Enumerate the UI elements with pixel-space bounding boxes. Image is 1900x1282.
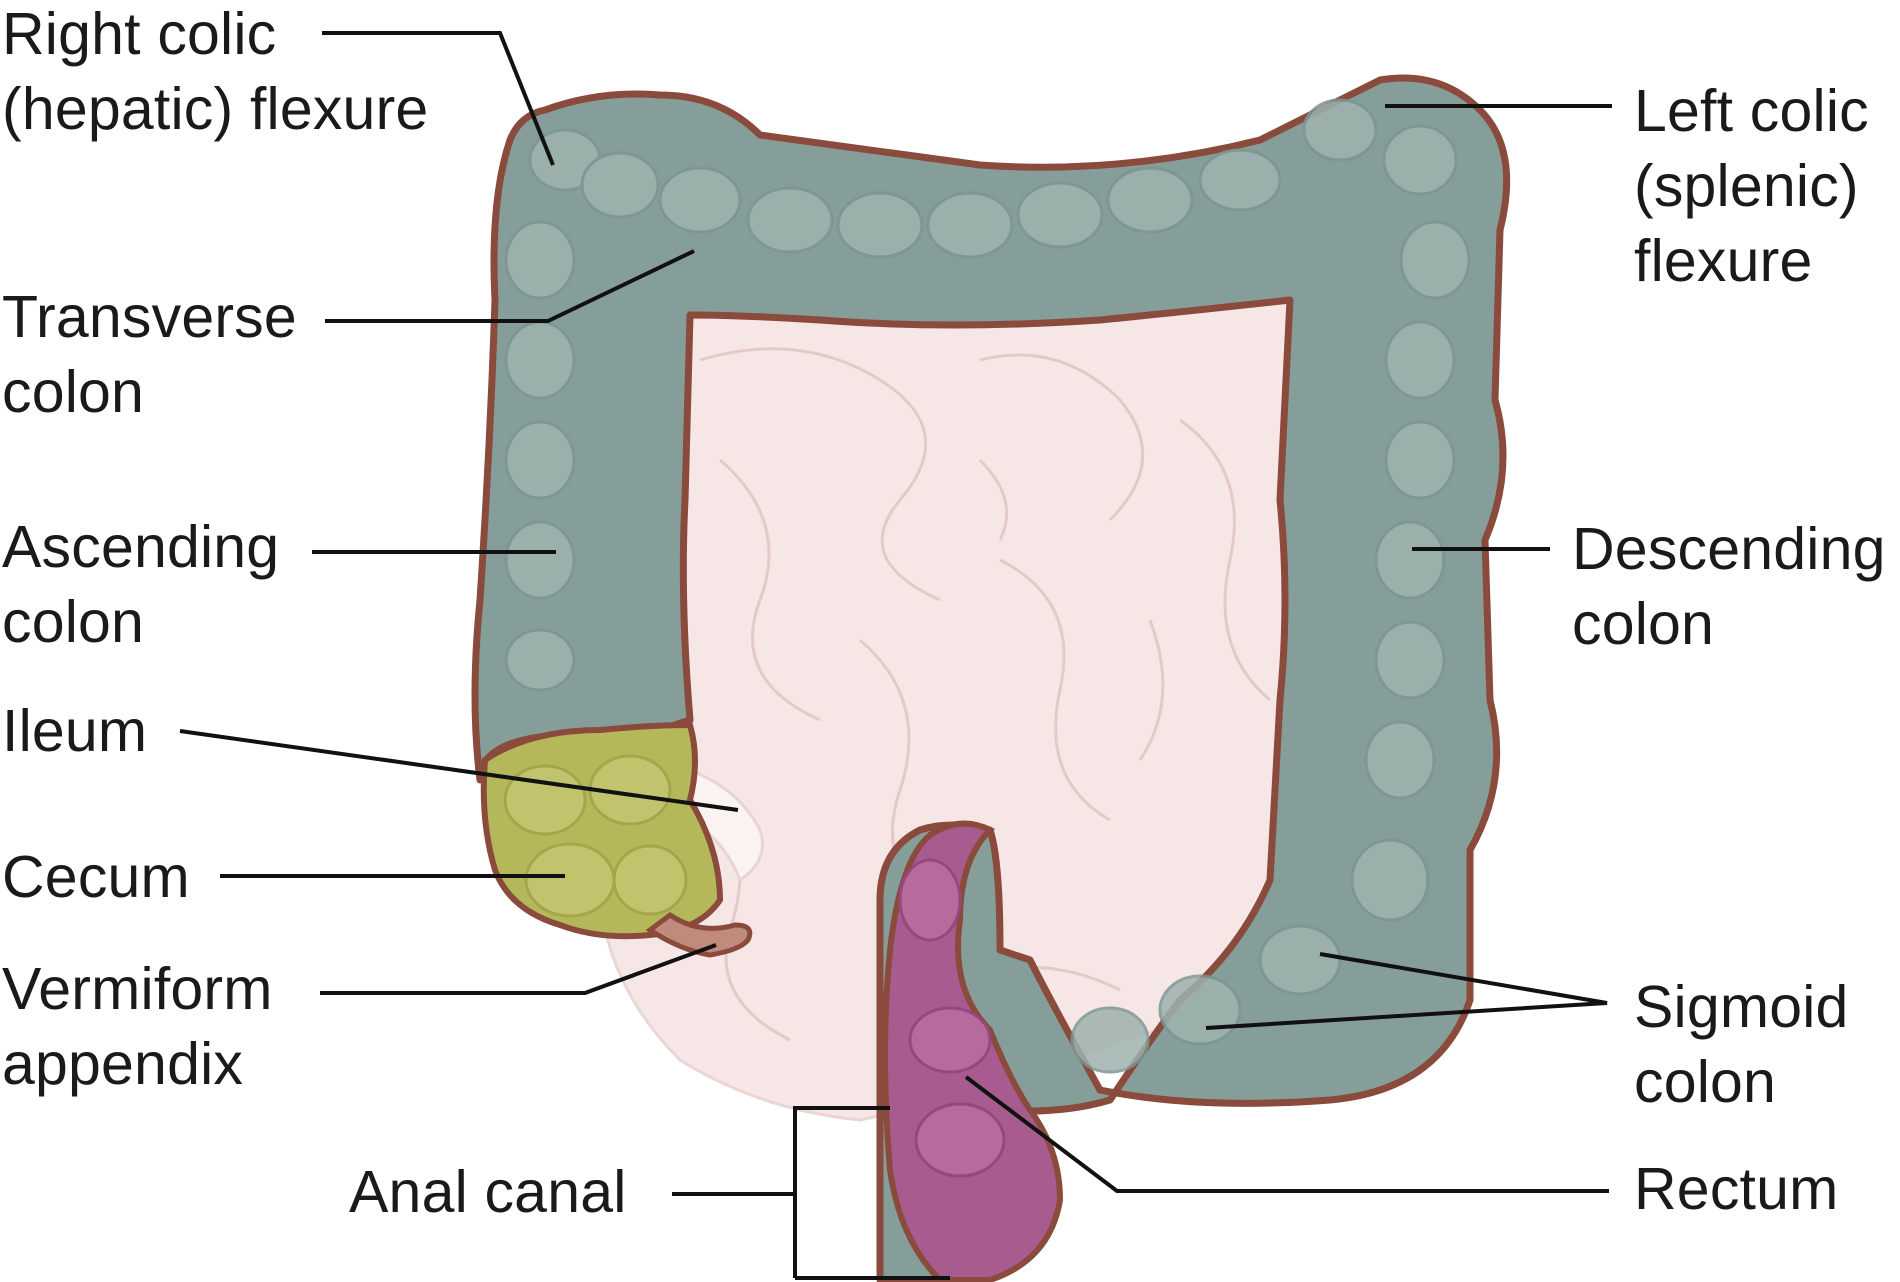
label-ascending-line1: Ascending (2, 514, 280, 580)
label-appendix-line2: appendix (2, 1031, 244, 1097)
cecum (480, 721, 724, 940)
leader-appendix (320, 943, 717, 995)
label-left-colic-line2: (splenic) (1634, 153, 1859, 219)
label-right-colic-line2: (hepatic) flexure (2, 76, 429, 142)
label-rectum: Rectum (1634, 1152, 1838, 1227)
label-ascending-colon: Ascending colon (2, 510, 279, 660)
label-ascending-line2: colon (2, 589, 145, 655)
label-rectum-line1: Rectum (1634, 1156, 1839, 1222)
label-anal-canal-line1: Anal canal (349, 1159, 627, 1225)
label-sigmoid-line2: colon (1634, 1049, 1777, 1115)
label-vermiform-appendix: Vermiform appendix (2, 952, 273, 1102)
label-transverse-colon: Transverse colon (2, 280, 297, 430)
label-descending-line2: colon (1572, 591, 1715, 657)
label-transverse-line1: Transverse (2, 284, 297, 350)
leader-rectum (964, 1075, 1609, 1193)
leader-transverse (325, 249, 695, 323)
label-right-colic-flexure: Right colic (hepatic) flexure (2, 0, 428, 147)
leader-ileum (179, 729, 739, 812)
leader-right-colic (322, 31, 555, 166)
label-ileum: Ileum (2, 694, 147, 769)
label-appendix-line1: Vermiform (2, 956, 273, 1022)
label-left-colic-line3: flexure (1634, 228, 1813, 294)
label-sigmoid-line1: Sigmoid (1634, 974, 1849, 1040)
colon (471, 74, 1511, 1282)
label-cecum: Cecum (2, 840, 190, 915)
label-cecum-line1: Cecum (2, 844, 190, 910)
label-ileum-line1: Ileum (2, 698, 148, 764)
label-descending-colon: Descending colon (1572, 512, 1886, 662)
label-descending-line1: Descending (1572, 516, 1886, 582)
label-transverse-line2: colon (2, 359, 145, 425)
leader-anal-canal (672, 1106, 890, 1196)
label-left-colic-line1: Left colic (1634, 78, 1869, 144)
leader-sigmoid (1205, 952, 1608, 1030)
label-sigmoid-colon: Sigmoid colon (1634, 970, 1849, 1120)
leader-lines (179, 31, 1612, 1280)
label-left-colic-flexure: Left colic (splenic) flexure (1634, 74, 1869, 299)
label-anal-canal: Anal canal (349, 1155, 627, 1230)
appendix (645, 911, 753, 958)
rectum (882, 820, 1064, 1282)
label-right-colic-line1: Right colic (2, 1, 277, 67)
